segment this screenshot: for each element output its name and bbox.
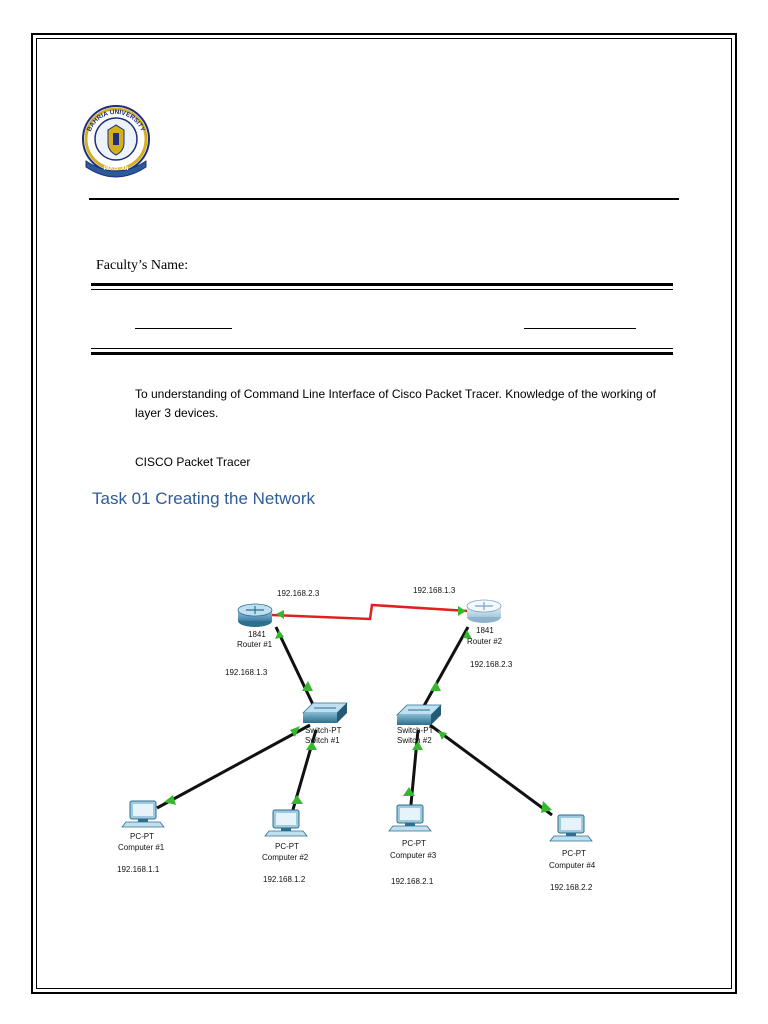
section-heading: Task 01 Creating the Network [92, 489, 315, 508]
computer-4-model: PC-PT [562, 849, 586, 858]
computer-3-name: Computer #3 [390, 851, 437, 860]
port-up-icon [275, 630, 284, 639]
computer-3-icon [388, 804, 432, 832]
university-logo: BAHRIA UNIVERSITY PAKISTAN [82, 105, 150, 178]
computer-2-name: Computer #2 [262, 853, 309, 862]
computer-4-ip: 192.168.2.2 [550, 883, 593, 892]
port-status-indicators [164, 606, 552, 813]
link-router1-switch1 [274, 626, 319, 714]
link-router2-switch2 [418, 626, 470, 714]
computer-4[interactable]: PC-PT Computer #4 192.168.2.2 [549, 814, 596, 892]
signature-blank-right [524, 328, 636, 329]
port-up-icon [412, 741, 423, 750]
switch-1-icon [302, 702, 348, 723]
switch-1-name: Switch #1 [305, 736, 340, 745]
port-up-icon [302, 681, 313, 691]
router-2-name: Router #2 [467, 637, 503, 646]
bottom-thin-rule [91, 348, 673, 349]
port-up-icon [276, 610, 284, 619]
computer-3-ip: 192.168.2.1 [391, 877, 434, 886]
port-up-icon [164, 795, 176, 805]
port-up-icon [306, 741, 317, 750]
signature-blank-left [135, 328, 232, 329]
port-up-icon [438, 731, 447, 740]
port-up-icon [458, 606, 466, 616]
computer-1[interactable]: PC-PT Computer #1 192.168.1.1 [117, 800, 165, 874]
computer-1-icon [121, 800, 165, 828]
bottom-thick-rule [91, 352, 673, 355]
computer-2-ip: 192.168.1.2 [263, 875, 306, 884]
computer-3-model: PC-PT [402, 839, 426, 848]
computer-1-name: Computer #1 [118, 843, 165, 852]
router-1[interactable]: 1841 Router #1 192.168.2.3 192.168.1.3 [225, 589, 320, 677]
logo-banner-text: PAKISTAN [104, 166, 129, 172]
page-border-inner [36, 38, 732, 989]
objective-paragraph: To understanding of Command Line Interfa… [135, 387, 656, 420]
top-thin-rule [91, 289, 673, 290]
top-thick-rule [91, 283, 673, 286]
router-1-ip-top: 192.168.2.3 [277, 589, 320, 598]
switch-2-name: Switch #2 [397, 736, 432, 745]
switch-1-model: Switch-PT [305, 726, 342, 735]
port-up-icon [403, 787, 415, 796]
header-rule [89, 198, 679, 200]
router-2-icon [466, 599, 502, 623]
router-1-ip-bottom: 192.168.1.3 [225, 668, 268, 677]
port-up-icon [430, 681, 441, 691]
router-1-icon [237, 603, 273, 627]
network-topology-diagram: 1841 Router #1 192.168.2.3 192.168.1.3 1… [117, 586, 596, 892]
router-1-model: 1841 [248, 630, 266, 639]
computer-3[interactable]: PC-PT Computer #3 192.168.2.1 [388, 804, 437, 886]
switch-2-icon [396, 704, 442, 725]
computer-2-model: PC-PT [275, 842, 299, 851]
page-border-outer [31, 33, 737, 994]
computer-4-icon [549, 814, 593, 842]
switch-2-model: Switch-PT [397, 726, 434, 735]
link-switch1-computer1 [156, 723, 311, 810]
computer-2[interactable]: PC-PT Computer #2 192.168.1.2 [262, 809, 309, 884]
serial-link-router1-router2 [271, 603, 469, 621]
link-switch2-computer4 [429, 723, 553, 817]
port-up-icon [291, 795, 303, 804]
router-2[interactable]: 1841 Router #2 192.168.1.3 192.168.2.3 [413, 586, 513, 669]
port-up-icon [290, 726, 300, 737]
port-up-icon [463, 630, 472, 639]
computer-1-model: PC-PT [130, 832, 154, 841]
tool-name: CISCO Packet Tracer [135, 455, 251, 469]
port-up-icon [541, 801, 552, 813]
computer-2-icon [264, 809, 308, 837]
switch-1[interactable]: Switch-PT Switch #1 [302, 702, 348, 745]
computer-4-name: Computer #4 [549, 861, 596, 870]
router-1-name: Router #1 [237, 640, 273, 649]
switch-2[interactable]: Switch-PT Switch #2 [396, 704, 442, 745]
router-2-ip-bottom: 192.168.2.3 [470, 660, 513, 669]
computer-1-ip: 192.168.1.1 [117, 865, 160, 874]
router-2-ip-top: 192.168.1.3 [413, 586, 456, 595]
faculty-name-label: Faculty’s Name: [96, 258, 189, 273]
router-2-model: 1841 [476, 626, 494, 635]
